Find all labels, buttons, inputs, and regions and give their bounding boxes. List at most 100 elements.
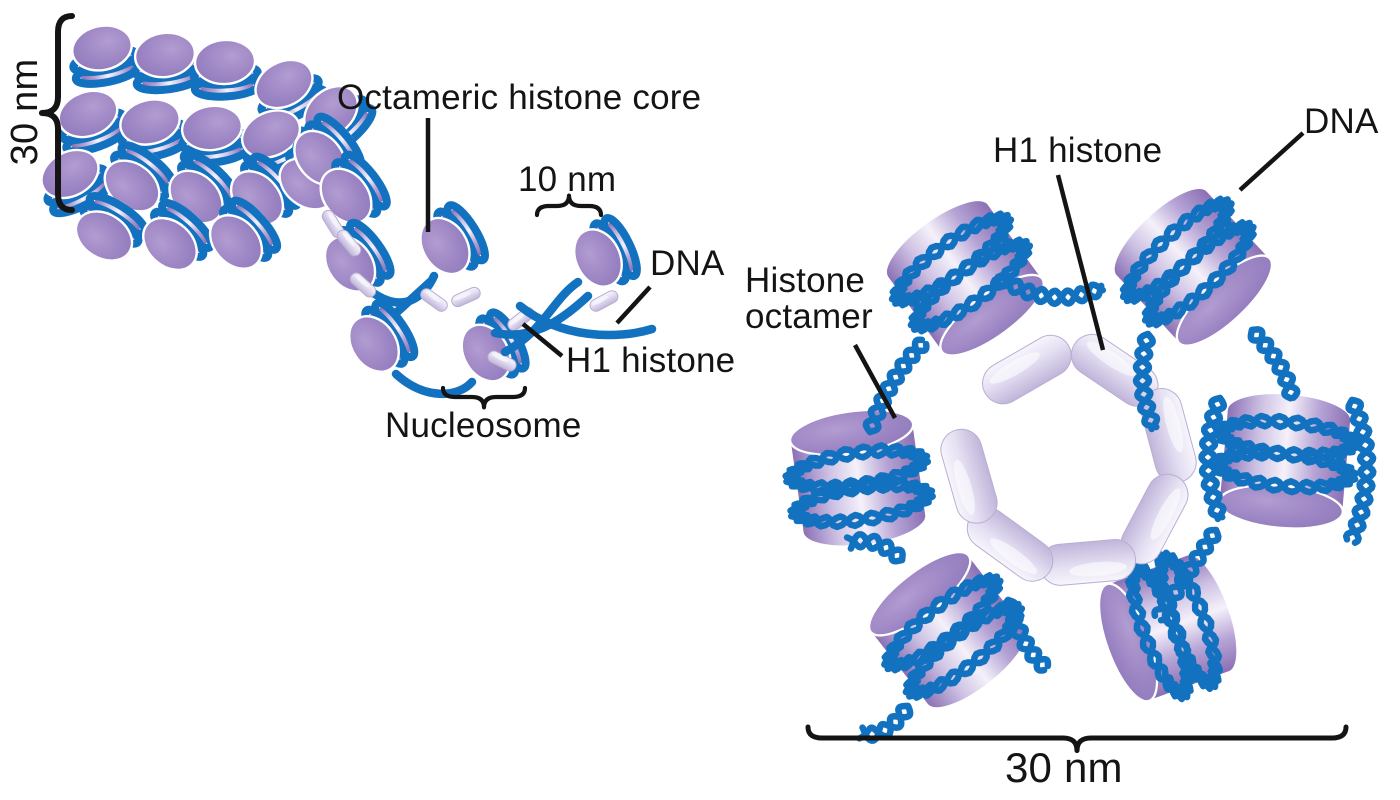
histone-octamer-label: Histone octamer bbox=[745, 261, 873, 337]
nucleosome-bead bbox=[573, 213, 641, 288]
dna-linker bbox=[500, 277, 583, 357]
dna-loop bbox=[371, 298, 419, 362]
dna-wrap-helix bbox=[1141, 219, 1257, 328]
dna-linker-helix bbox=[1248, 326, 1297, 402]
histone-core-face bbox=[133, 31, 197, 79]
nucleosome-bead bbox=[131, 31, 205, 95]
dna-loop bbox=[150, 207, 208, 261]
dna-linker-helix bbox=[1000, 596, 1052, 670]
dna-linker-helix bbox=[1004, 596, 1048, 674]
dna-linker-helix bbox=[856, 702, 914, 742]
nucleosome-bead bbox=[69, 24, 143, 88]
octameric-histone-core-label: Octameric histone core bbox=[337, 78, 702, 117]
histone-core-face bbox=[348, 315, 400, 373]
nucleosome-cylinder bbox=[782, 408, 936, 547]
nucleosome-cross-section bbox=[782, 408, 936, 547]
histone-core-face bbox=[208, 214, 264, 270]
histone-core-face bbox=[193, 38, 257, 86]
h1-histone-label-right: H1 histone bbox=[993, 131, 1163, 170]
dna-linker-helix bbox=[1198, 394, 1226, 521]
dna-linker-helix bbox=[1198, 394, 1228, 523]
histone-core-face bbox=[74, 210, 134, 262]
chromatin-fiber-cluster bbox=[40, 24, 377, 272]
dna-wrap-helix bbox=[1209, 444, 1359, 496]
nucleosome-bead bbox=[74, 192, 149, 262]
scale-brace bbox=[534, 193, 604, 218]
h1-histone-capsule bbox=[940, 428, 998, 524]
fiber-cross-section-figure bbox=[782, 131, 1377, 754]
nucleosome-bead bbox=[208, 196, 282, 270]
dna-linker bbox=[490, 291, 593, 339]
dna-linker-helix bbox=[862, 340, 930, 436]
h1-histone-ring bbox=[940, 333, 1197, 586]
label-pointer-line bbox=[853, 343, 897, 420]
dna-linker-helix bbox=[994, 271, 1105, 307]
dna-label-right: DNA bbox=[1304, 102, 1379, 141]
nucleosome-bead bbox=[168, 151, 242, 225]
nucleosome-bead bbox=[103, 141, 178, 213]
h1-histone-capsule bbox=[1120, 473, 1189, 565]
histone-core-face bbox=[180, 104, 244, 152]
nucleosome-cross-section bbox=[868, 551, 1028, 709]
scale-brace bbox=[805, 724, 1349, 754]
dna-linker-helix bbox=[847, 531, 906, 565]
nucleosome-cross-section bbox=[1097, 549, 1238, 703]
h1-histone-wedge bbox=[589, 290, 619, 312]
nucleosome-bead bbox=[142, 198, 216, 272]
dna-linker-helix bbox=[1157, 526, 1220, 624]
dna-linker bbox=[391, 369, 477, 398]
scale-brace bbox=[440, 385, 528, 410]
nucleosome-cross-section bbox=[1113, 187, 1274, 347]
dna-wrap-helix bbox=[881, 573, 1004, 673]
nucleosome-bead bbox=[348, 298, 419, 373]
fiber-width-scale-label: 30 nm bbox=[1005, 744, 1123, 791]
nucleosome-label: Nucleosome bbox=[385, 406, 582, 445]
nucleosome-bead bbox=[323, 218, 395, 293]
h1-histone-label-left: H1 histone bbox=[566, 341, 736, 380]
dna-wrap-helix bbox=[788, 476, 936, 531]
nucleosome-bead bbox=[189, 38, 263, 101]
label-pointer-line bbox=[521, 322, 564, 358]
label-pointer-line bbox=[1055, 174, 1106, 351]
histone-core-face bbox=[142, 216, 198, 272]
h1-histone-wedge bbox=[349, 272, 377, 298]
dna-linker-helix bbox=[1347, 396, 1377, 546]
dna-linker-helix bbox=[1151, 526, 1222, 620]
dna-loop bbox=[345, 218, 395, 280]
dna-wrap-helix bbox=[903, 600, 1025, 700]
bead-scale-label: 10 nm bbox=[518, 160, 617, 199]
h1-histone-wedge bbox=[336, 229, 362, 257]
label-pointer-line bbox=[1238, 131, 1305, 192]
nucleosome-bead bbox=[419, 201, 489, 276]
dna-wrap-helix bbox=[783, 442, 931, 496]
h1-histone-capsule bbox=[982, 334, 1072, 405]
histone-core-face bbox=[573, 228, 623, 288]
histone-core-face bbox=[240, 109, 302, 159]
histone-core-face bbox=[254, 58, 314, 110]
label-pointer-line bbox=[615, 285, 652, 325]
dna-linker-helix bbox=[1132, 330, 1161, 433]
nucleosome-cylinder bbox=[868, 551, 1028, 709]
nucleosome-cylinder bbox=[1209, 392, 1362, 530]
h1-histone-capsule bbox=[966, 507, 1054, 582]
h1-histone-capsule bbox=[1140, 388, 1197, 484]
h1-histone-wedge bbox=[451, 286, 481, 308]
nucleosome-cross-section bbox=[1209, 392, 1362, 530]
histone-core-face bbox=[119, 98, 181, 146]
dna-loop bbox=[158, 198, 216, 252]
dna-label-left: DNA bbox=[650, 244, 725, 283]
scale-brace-vertical bbox=[38, 13, 75, 213]
h1-histone-wedge bbox=[420, 288, 448, 312]
histone-core-face bbox=[319, 167, 373, 225]
histone-core-face bbox=[460, 323, 512, 383]
nucleosome-chain bbox=[319, 150, 641, 383]
dna-linker-helix bbox=[994, 273, 1107, 307]
fiber-height-scale-label: 30 nm bbox=[4, 58, 47, 166]
dna-linker bbox=[515, 301, 657, 340]
nucleosome-bead bbox=[319, 150, 391, 225]
fiber-unwinding-figure bbox=[38, 13, 657, 410]
dna-wrap-helix bbox=[1125, 561, 1196, 701]
nucleosome-cylinder bbox=[1097, 549, 1238, 703]
